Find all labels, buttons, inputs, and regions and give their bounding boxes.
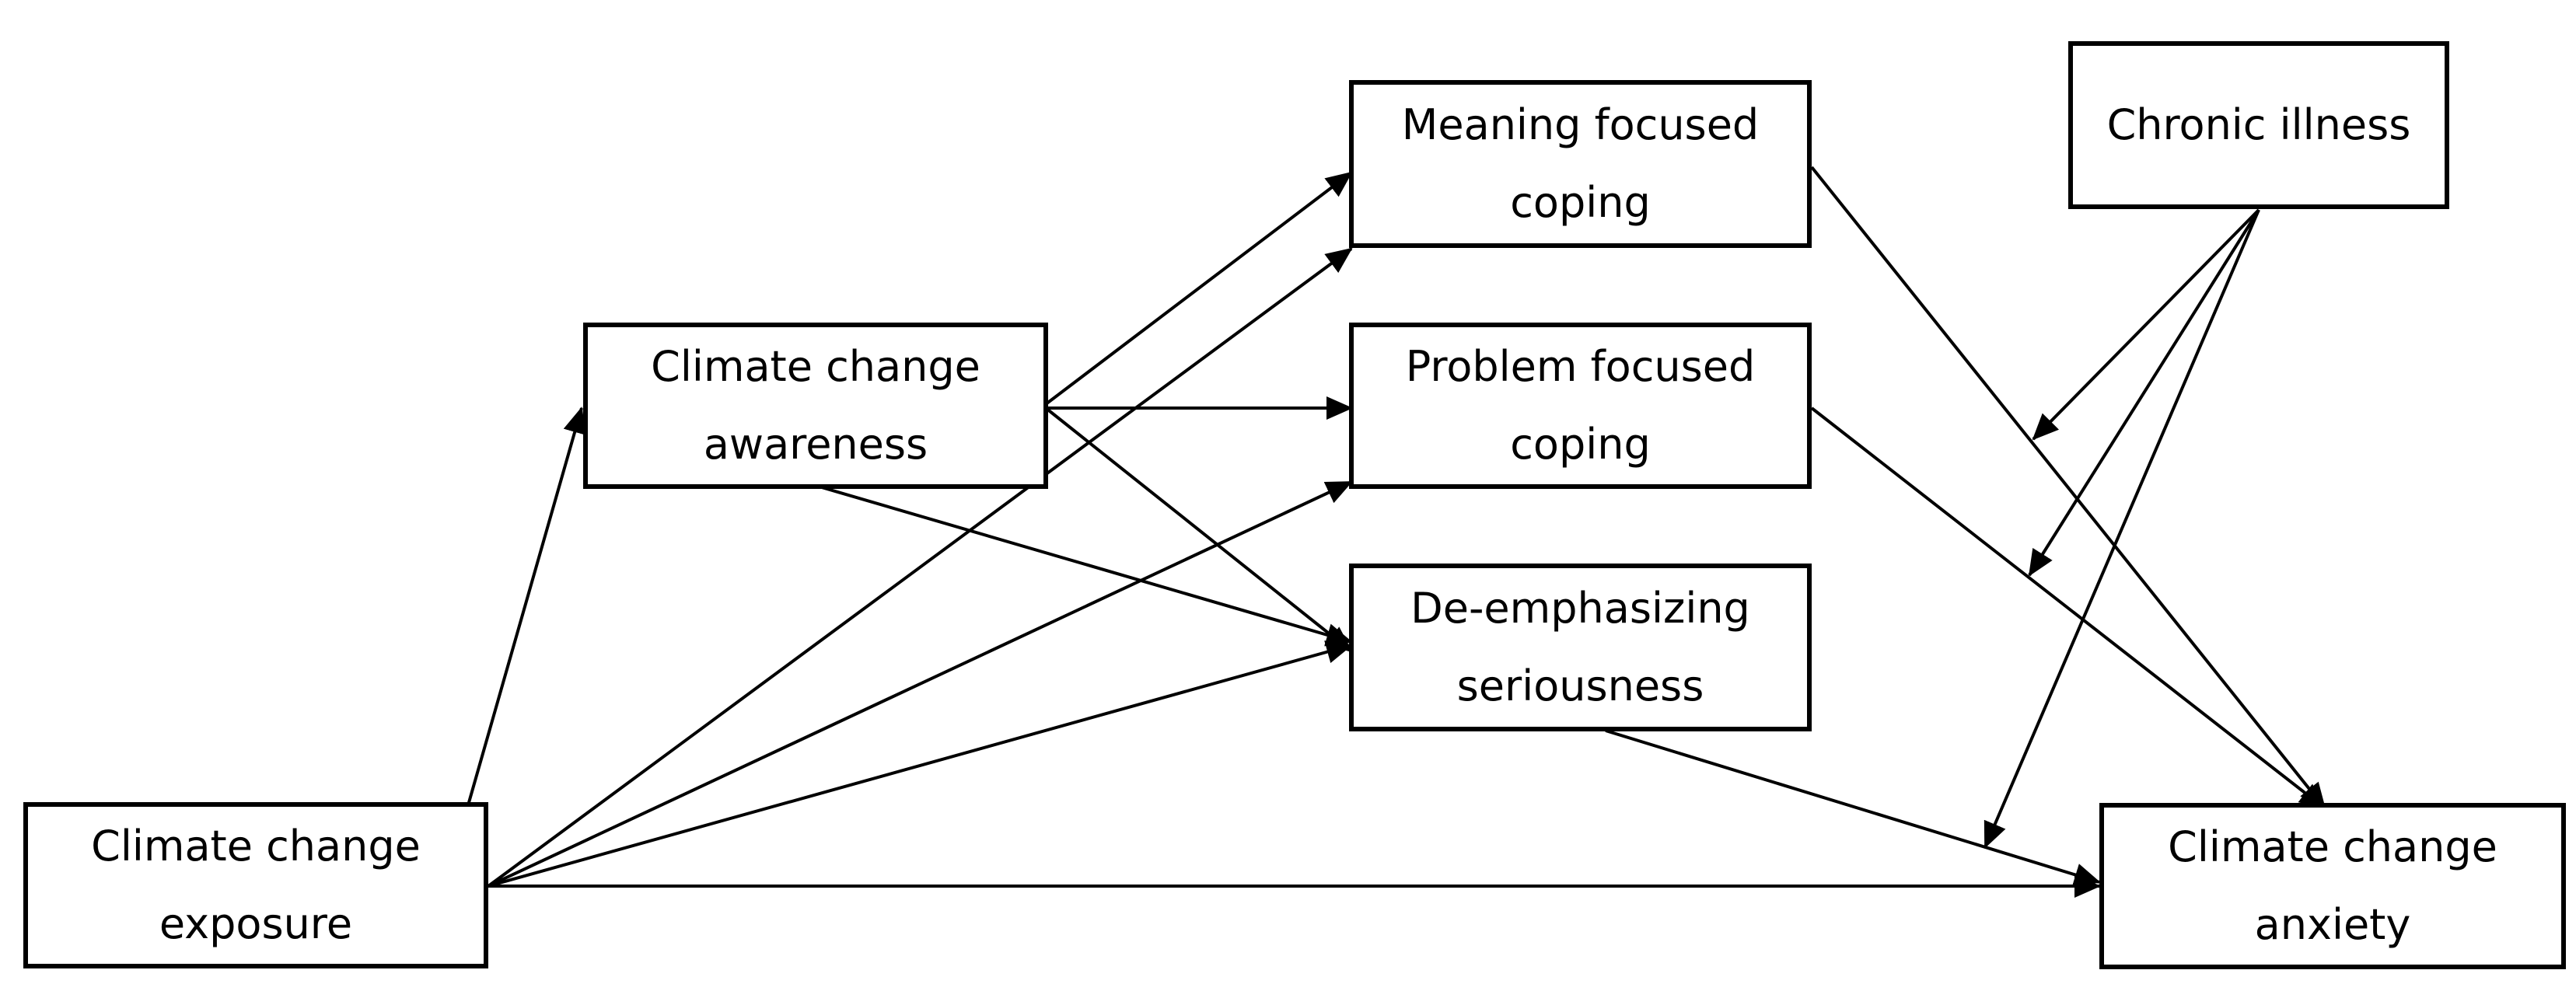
node-chronic-illness: Chronic illness xyxy=(2068,41,2449,209)
node-meaning-focused-coping: Meaning focused coping xyxy=(1349,80,1812,248)
node-climate-change-awareness: Climate change awareness xyxy=(583,323,1048,489)
node-problem-focused-coping: Problem focused coping xyxy=(1349,323,1812,489)
node-climate-change-exposure: Climate change exposure xyxy=(23,802,488,968)
edge-exposure-to-awareness xyxy=(463,407,586,817)
edge-deemphasizing-to-anxiety xyxy=(1605,729,2101,886)
edge-chronic-illness-moderation-2 xyxy=(2028,208,2260,577)
edge-exposure-to-meaning-coping xyxy=(487,247,1353,888)
node-label: Climate change anxiety xyxy=(2168,822,2497,949)
node-label: Climate change exposure xyxy=(91,822,421,948)
edge-meaning-coping-to-anxiety xyxy=(1810,166,2326,810)
node-label: Chronic illness xyxy=(2106,100,2411,149)
edge-awareness-bottom-to-deemphasizing xyxy=(816,484,1353,647)
edge-problem-coping-to-anxiety xyxy=(1810,407,2326,810)
node-climate-change-anxiety: Climate change anxiety xyxy=(2099,803,2566,969)
node-label: Meaning focused coping xyxy=(1401,100,1760,227)
node-de-emphasizing-seriousness: De-emphasizing seriousness xyxy=(1349,564,1812,731)
edge-exposure-to-deemphasizing xyxy=(488,640,1353,888)
node-label: De-emphasizing seriousness xyxy=(1410,584,1750,710)
edge-exposure-to-problem-coping xyxy=(488,480,1353,888)
edge-chronic-illness-moderation-3 xyxy=(1984,209,2260,849)
edge-awareness-to-meaning-coping xyxy=(1044,171,1353,406)
edge-chronic-illness-moderation-1 xyxy=(2032,208,2260,441)
edge-awareness-to-deemphasizing xyxy=(1044,407,1353,653)
node-label: Problem focused coping xyxy=(1405,342,1756,469)
node-label: Climate change awareness xyxy=(651,342,980,469)
